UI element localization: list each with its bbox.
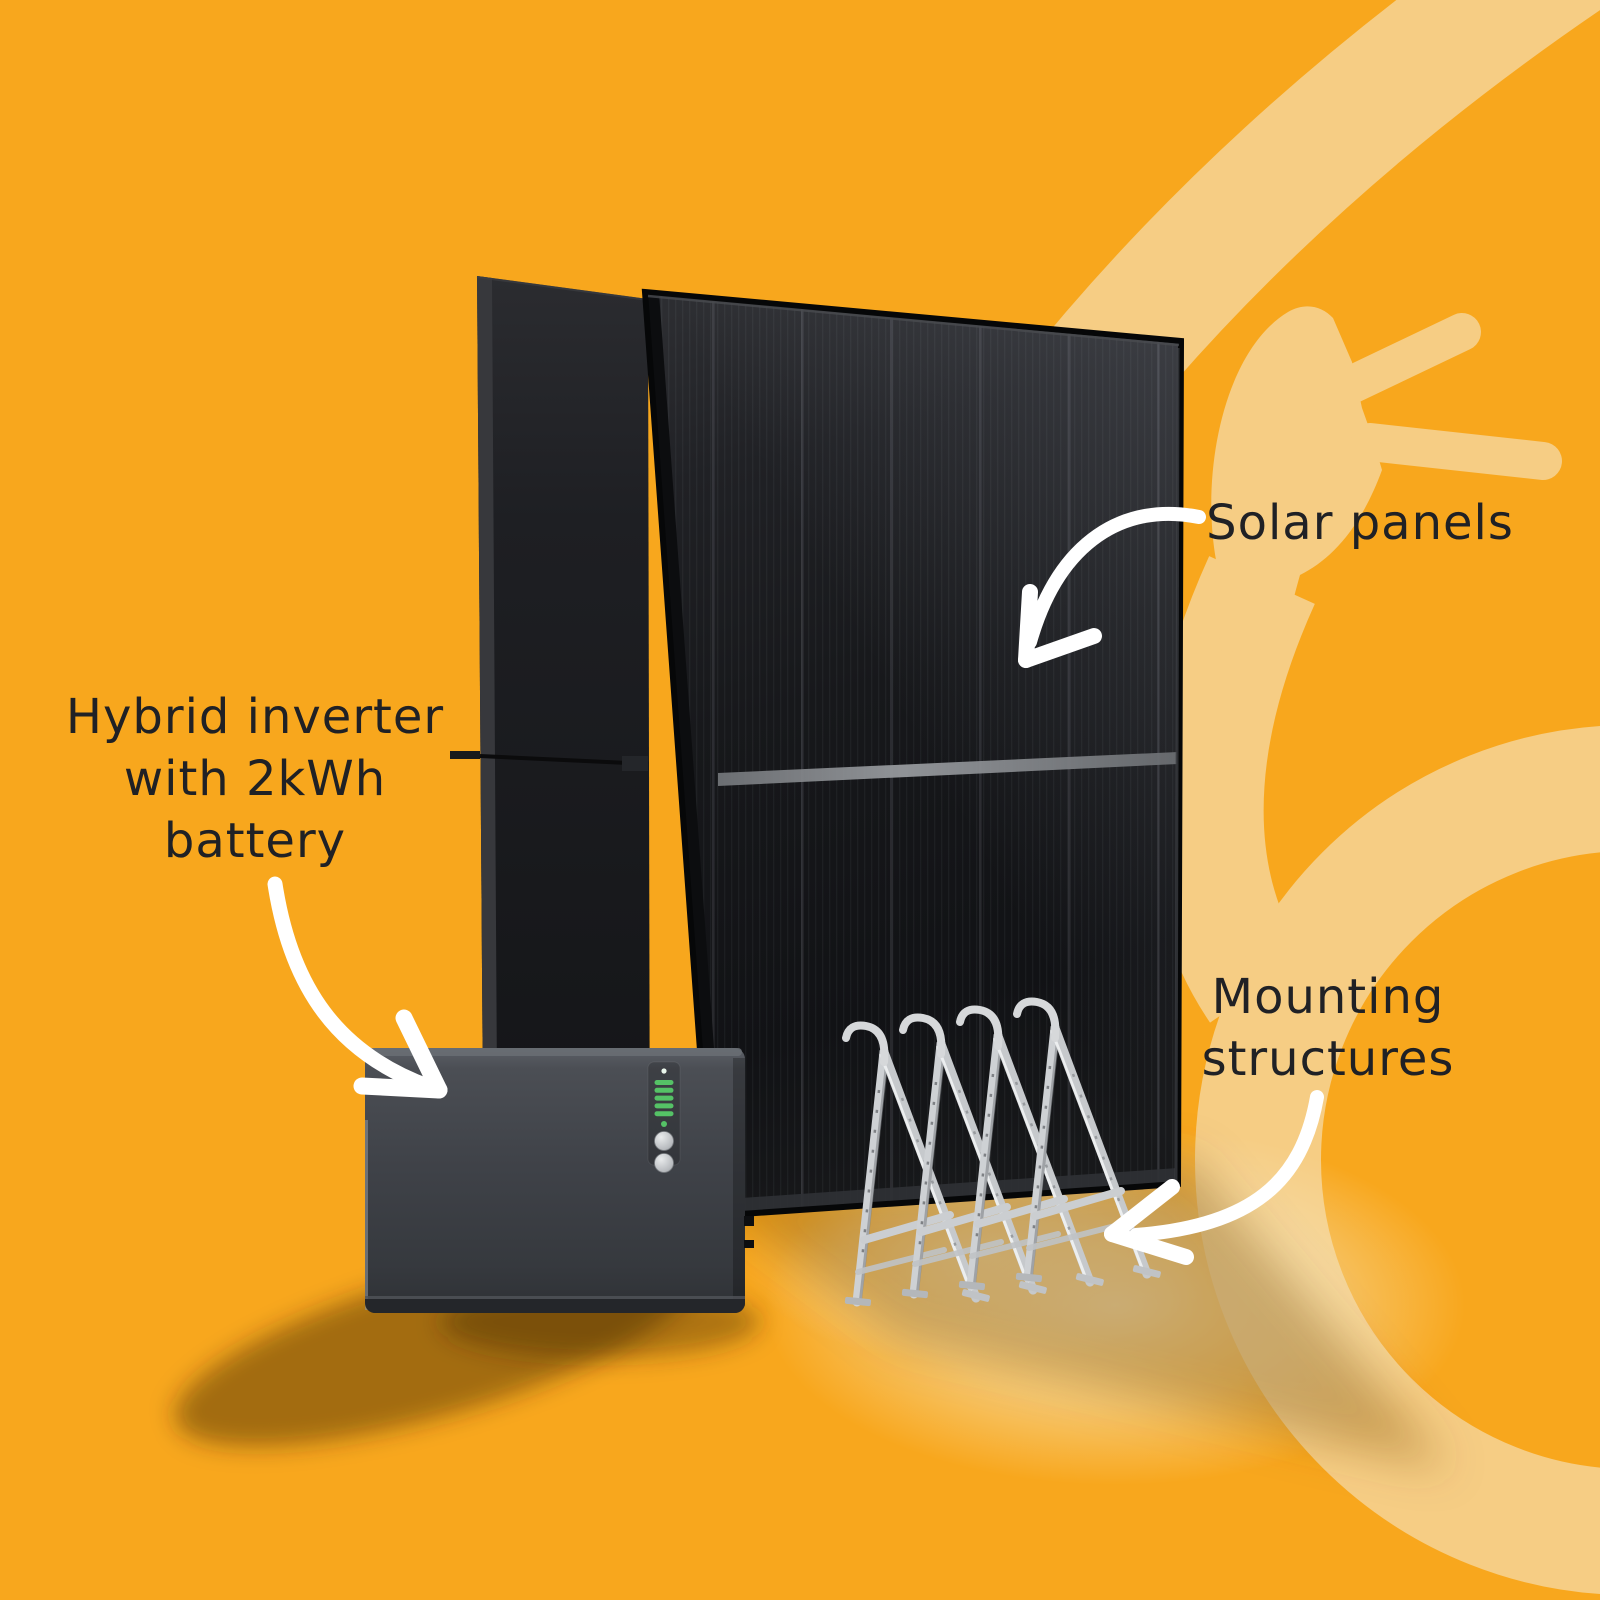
label-line: structures <box>1201 1031 1455 1087</box>
panel-connector-stub <box>450 751 480 759</box>
label-hybrid-inverter: Hybrid inverter with 2kWh battery <box>55 686 455 872</box>
inverter-button <box>654 1131 674 1151</box>
plug-prong-lower <box>1351 423 1562 480</box>
label-solar-panels: Solar panels <box>1206 495 1514 551</box>
panel-sheen <box>645 292 1181 1216</box>
label-line: Hybrid inverter <box>65 689 445 745</box>
hybrid-inverter <box>365 1048 754 1313</box>
panel-seam <box>479 754 649 766</box>
label-line: battery <box>163 813 347 869</box>
panel-bottom-frame <box>712 1168 1178 1216</box>
label-mounting: Mounting structures <box>1150 966 1506 1090</box>
battery-bar <box>654 1095 674 1101</box>
inverter-base <box>365 1299 745 1313</box>
battery-bar <box>654 1087 674 1093</box>
battery-bar <box>654 1080 674 1085</box>
plug-prong-upper <box>1311 313 1481 414</box>
label-line: with 2kWh <box>123 751 387 807</box>
battery-level-bars <box>654 1080 674 1117</box>
panel-clip <box>622 756 648 771</box>
plug-icon <box>1211 306 1562 652</box>
inverter-port <box>744 1240 754 1248</box>
panel-left-frame <box>645 292 726 1216</box>
status-dot <box>661 1121 667 1127</box>
arrow-mounting <box>1104 1090 1324 1265</box>
arrow-inverter <box>267 876 448 1099</box>
battery-bar <box>654 1103 674 1109</box>
battery-bar <box>654 1111 674 1117</box>
status-dot <box>661 1068 667 1074</box>
inverter-port <box>744 1216 754 1226</box>
inverter-top-rim <box>368 1048 742 1056</box>
inverter-button <box>654 1153 674 1173</box>
label-line: Mounting <box>1211 969 1445 1025</box>
panel-mid-rail <box>718 752 1178 786</box>
solar-panel-front <box>641 288 1185 1220</box>
solar-panel-back <box>450 276 650 1247</box>
arrow-solar-panels <box>1018 506 1206 668</box>
